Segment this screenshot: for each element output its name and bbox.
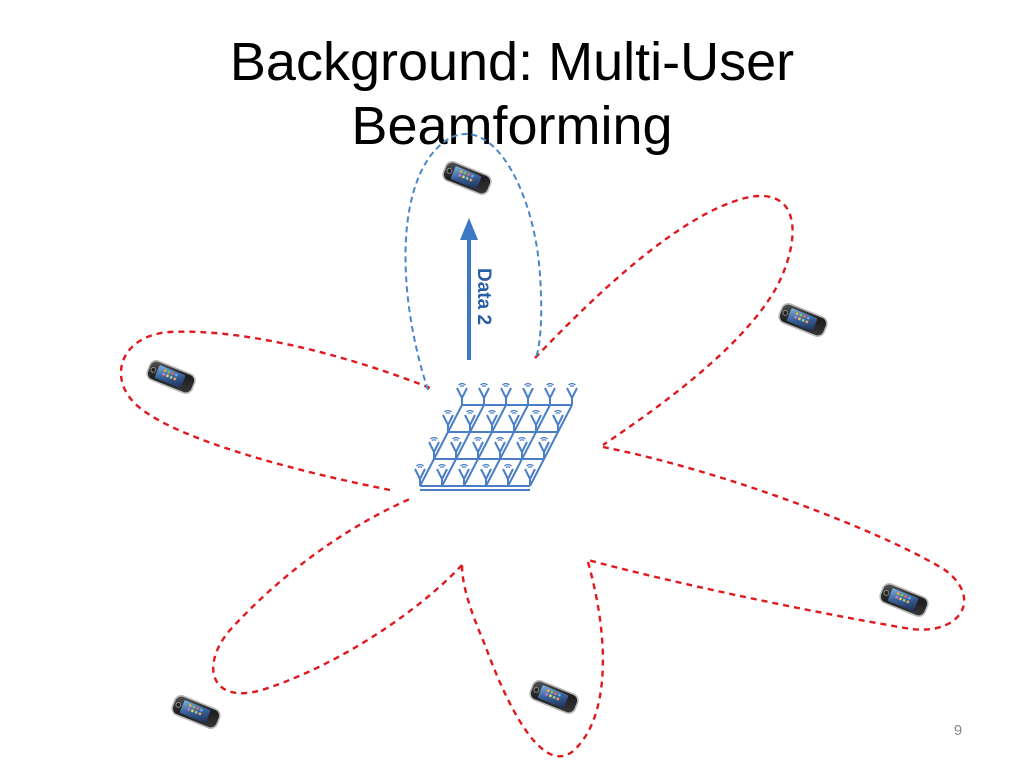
antenna-element-icon bbox=[500, 382, 512, 406]
antenna-element-icon bbox=[486, 409, 498, 433]
antenna-element-icon bbox=[450, 436, 462, 460]
beam-lobe-right bbox=[587, 445, 966, 631]
antenna-element-icon bbox=[436, 463, 448, 487]
antenna-element-icon bbox=[478, 382, 490, 406]
antenna-element-icon bbox=[508, 409, 520, 433]
slide-title-line1: Background: Multi-User bbox=[229, 32, 795, 92]
antenna-element-icon bbox=[552, 409, 564, 433]
antenna-element-icon bbox=[472, 436, 484, 460]
antenna-element-icon bbox=[544, 382, 556, 406]
antenna-column-line bbox=[441, 404, 485, 487]
beam-lobe-left bbox=[119, 330, 431, 492]
antenna-column-line bbox=[485, 404, 529, 487]
data-label: Data 2 bbox=[473, 268, 494, 325]
beam-lobe-upper-right bbox=[534, 194, 794, 446]
phone-icon-bottom bbox=[527, 677, 581, 717]
phone-icon-upper-right bbox=[776, 300, 830, 340]
beam-lobe-bottom bbox=[460, 561, 605, 758]
antenna-column-line bbox=[529, 404, 573, 487]
beam-lobe-blue bbox=[404, 133, 543, 391]
antenna-element-icon bbox=[522, 382, 534, 406]
antenna-element-icon bbox=[456, 382, 468, 406]
page-number: 9 bbox=[953, 722, 963, 739]
antenna-element-icon bbox=[502, 463, 514, 487]
antenna-element-icon bbox=[442, 409, 454, 433]
antenna-element-icon bbox=[458, 463, 470, 487]
phone-icon-bottom-left bbox=[169, 692, 223, 732]
antenna-element-icon bbox=[494, 436, 506, 460]
beam-lobes bbox=[119, 194, 966, 758]
antenna-element-icon bbox=[428, 436, 440, 460]
antenna-column-line bbox=[419, 404, 463, 487]
antenna-element-icon bbox=[538, 436, 550, 460]
antenna-element-icon bbox=[516, 436, 528, 460]
antenna-column-line bbox=[463, 404, 507, 487]
arrow-up-icon bbox=[460, 218, 478, 360]
antenna-element-icon bbox=[566, 382, 578, 406]
antenna-element-icon bbox=[480, 463, 492, 487]
antenna-element-icon bbox=[530, 409, 542, 433]
slide-title: Background: Multi-User Beamforming bbox=[0, 30, 1024, 158]
beam-lobe-bottom-left bbox=[212, 496, 463, 695]
antenna-array-icon bbox=[414, 382, 578, 491]
antenna-element-icon bbox=[464, 409, 476, 433]
antenna-element-icon bbox=[414, 463, 426, 487]
antenna-element-icon bbox=[524, 463, 536, 487]
antenna-column-line bbox=[507, 404, 551, 487]
phone-icon-right bbox=[877, 580, 931, 620]
phone-icon-left bbox=[144, 357, 198, 397]
phone-icon-top bbox=[440, 158, 494, 198]
slide-title-line2: Beamforming bbox=[351, 96, 673, 156]
